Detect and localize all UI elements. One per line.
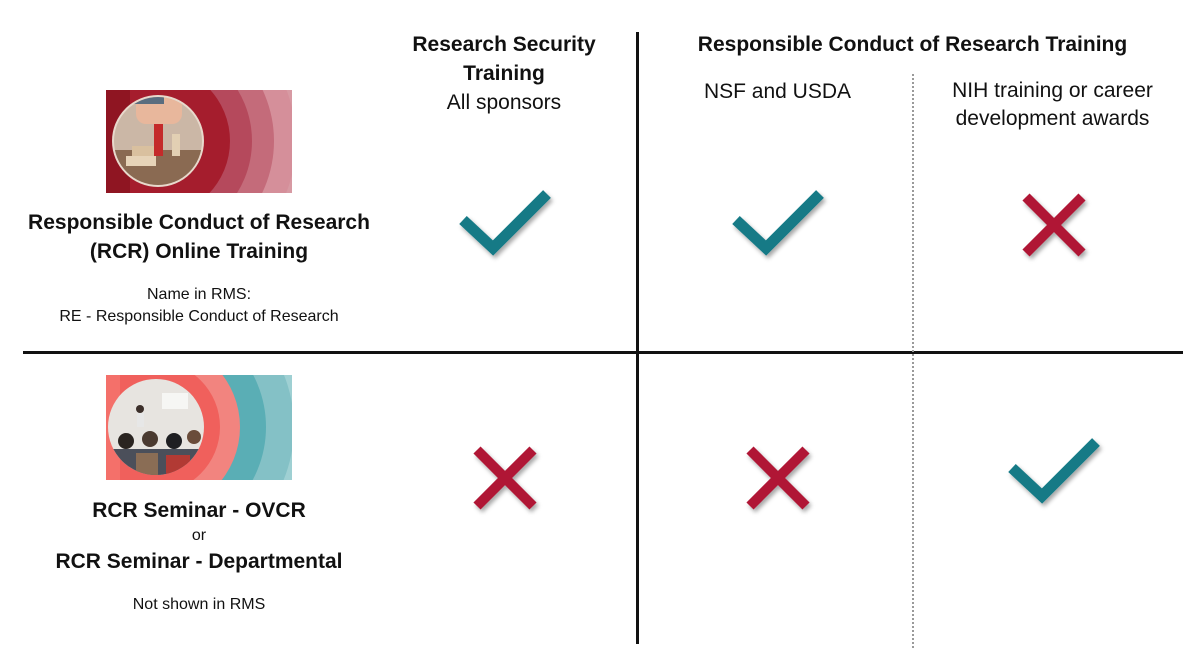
row-seminar-ovcr-title: RCR Seminar - OVCR (92, 499, 306, 522)
subcolumn-dotted-divider (912, 74, 914, 648)
row2-research-security-cross-icon (455, 428, 555, 528)
rcr-seminar-image (106, 375, 292, 480)
rcr-training-header: Responsible Conduct of Research Training (697, 33, 1128, 56)
research-security-header: Research Security Training All sponsors (388, 30, 620, 117)
row1-research-security-check-icon (455, 180, 555, 280)
row-rcr-online-note: Name in RMS: RE - Responsible Conduct of… (20, 284, 378, 328)
rms-name-value: RE - Responsible Conduct of Research (59, 308, 339, 325)
research-security-subtitle: All sponsors (446, 91, 562, 114)
row-seminar-departmental-title: RCR Seminar - Departmental (55, 550, 343, 573)
nih-subheader: NIH training or career development award… (952, 79, 1153, 130)
rcr-online-training-image (106, 90, 292, 193)
row-divider (23, 351, 1183, 354)
row2-nsf-usda-cross-icon (728, 428, 828, 528)
row-seminar-note: Not shown in RMS (132, 596, 266, 613)
row2-nih-check-icon (1004, 428, 1104, 528)
row-rcr-online-title: Responsible Conduct of Research (RCR) On… (28, 211, 370, 263)
rms-name-label: Name in RMS: (146, 286, 252, 303)
nsf-usda-subheader: NSF and USDA (703, 80, 852, 103)
row1-nih-cross-icon (1004, 175, 1104, 275)
row1-nsf-usda-check-icon (728, 180, 828, 280)
research-security-title: Research Security Training (412, 33, 596, 85)
column-divider (636, 32, 639, 644)
row-seminar-or: or (191, 527, 207, 544)
